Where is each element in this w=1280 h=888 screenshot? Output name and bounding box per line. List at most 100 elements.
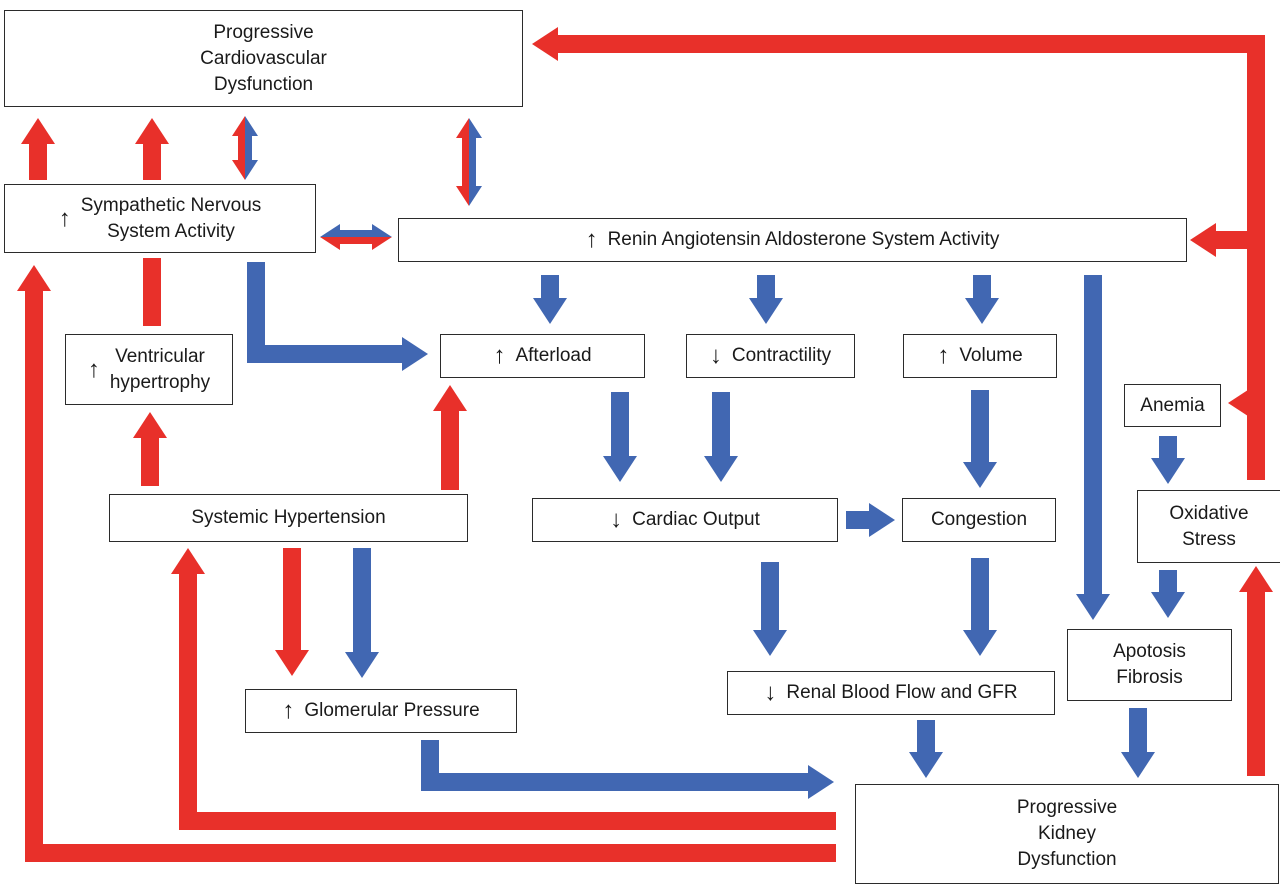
contractility-box: ↓ Contractility (686, 334, 855, 378)
arrow-head (704, 456, 738, 482)
arrow-head (963, 462, 997, 488)
oxidative-stress-box: Oxidative Stress (1137, 490, 1280, 563)
arrow-systemic-to-glomerular-blue (345, 548, 379, 678)
anemia-box: Anemia (1124, 384, 1221, 427)
double-arrow-cardio-raas (456, 118, 482, 206)
arrow-apotosis-to-kidney (1121, 708, 1155, 778)
box-label: Renal Blood Flow and GFR (786, 682, 1018, 703)
arrow-kidney-to-sna (17, 265, 836, 862)
arrow-head (532, 27, 558, 61)
box-label: Renin Angiotensin Aldosterone System Act… (607, 229, 1000, 250)
box-label: Ventricular hypertrophy (109, 345, 211, 393)
arrow-head (909, 752, 943, 778)
progressive-kidney-dysfunction-box: Progressive Kidney Dysfunction (855, 784, 1279, 884)
arrow-head (869, 503, 895, 537)
arrow-raas-to-apotosis (1076, 275, 1110, 620)
arrow-head (965, 298, 999, 324)
box-label: Sympathetic Nervous System Activity (80, 194, 262, 242)
box-label: Apotosis Fibrosis (1113, 641, 1186, 688)
arrow-kidney-to-systemic (171, 548, 836, 830)
arrow-head (275, 650, 309, 676)
double-arrow-cardio-sna (232, 116, 258, 180)
arrow-head (1239, 566, 1273, 592)
up-arrow-icon: ↑ (58, 204, 71, 232)
arrow-raas-to-contractility (749, 275, 783, 324)
arrow-cardiac-output-to-renal (753, 562, 787, 656)
box-label: Progressive Cardiovascular Dysfunction (200, 21, 327, 95)
glomerular-pressure-box: ↑ Glomerular Pressure (245, 689, 517, 733)
arrow-head (135, 118, 169, 144)
box-label: Congestion (930, 509, 1028, 530)
raas-activity-box: ↑ Renin Angiotensin Aldosterone System A… (398, 218, 1187, 262)
arrow-oxidative-to-cardio (532, 27, 1265, 480)
arrow-head (433, 385, 467, 411)
arrow-sna-to-afterload (247, 262, 428, 371)
arrow-head (1121, 752, 1155, 778)
arrow-raas-to-afterload (533, 275, 567, 324)
double-arrow-half (245, 116, 258, 180)
arrow-shaft (247, 262, 404, 363)
congestion-box: Congestion (902, 498, 1056, 542)
box-label: Afterload (515, 345, 592, 366)
arrow-head (171, 548, 205, 574)
arrow-shaft (556, 35, 1265, 480)
arrow-renal-to-kidney (909, 720, 943, 778)
box-label: Anemia (1140, 394, 1205, 416)
arrow-raas-to-volume (965, 275, 999, 324)
arrow-head (1076, 594, 1110, 620)
arrow-ventricular-to-cardio (135, 118, 169, 180)
arrow-shaft (25, 289, 836, 862)
down-arrow-icon: ↓ (764, 679, 777, 706)
arrow-head (133, 412, 167, 438)
afterload-box: ↑ Afterload (440, 334, 645, 378)
arrow-shaft (421, 740, 810, 791)
box-label: Systemic Hypertension (191, 507, 386, 528)
arrow-volume-to-congestion (963, 390, 997, 488)
arrow-contractility-to-cardiac-output (704, 392, 738, 482)
arrow-kidney-to-oxidative (1239, 566, 1273, 776)
down-arrow-icon: ↓ (610, 506, 623, 533)
arrow-head (21, 118, 55, 144)
arrow-congestion-to-renal (963, 558, 997, 656)
arrow-head (1151, 458, 1185, 484)
arrow-head (1228, 386, 1254, 420)
volume-box: ↑ Volume (903, 334, 1057, 378)
arrow-sna-to-cardio-left (21, 118, 55, 180)
ventricular-hypertrophy-box: ↑ Ventricular hypertrophy (65, 334, 233, 405)
arrow-head (1151, 592, 1185, 618)
arrow-anemia-to-oxidative (1151, 436, 1185, 484)
double-arrow-half (320, 237, 392, 250)
double-arrow-half (469, 118, 482, 206)
arrow-systemic-to-afterload (433, 385, 467, 490)
arrow-glomerular-to-kidney (421, 740, 834, 799)
arrow-systemic-to-ventricular (133, 412, 167, 486)
arrow-head (753, 630, 787, 656)
arrow-afterload-to-cardiac-output (603, 392, 637, 482)
arrow-head (402, 337, 428, 371)
up-arrow-icon: ↑ (937, 342, 950, 369)
progressive-cardiovascular-dysfunction-box: Progressive Cardiovascular Dysfunction (4, 10, 523, 107)
arrow-oxidative-to-apotosis (1151, 570, 1185, 618)
arrow-head (533, 298, 567, 324)
up-arrow-icon: ↑ (493, 342, 506, 369)
box-label: Progressive Kidney Dysfunction (1016, 797, 1118, 870)
arrow-head (963, 630, 997, 656)
systemic-hypertension-box: Systemic Hypertension (109, 494, 468, 542)
arrow-head (749, 298, 783, 324)
apotosis-fibrosis-box: Apotosis Fibrosis (1067, 629, 1232, 701)
arrow-cardiac-output-to-congestion (846, 503, 895, 537)
arrow-feedback-to-raas (1190, 223, 1256, 257)
box-label: Volume (959, 345, 1023, 366)
box-label: Glomerular Pressure (304, 700, 480, 721)
arrow-head (17, 265, 51, 291)
box-label: Cardiac Output (632, 509, 760, 530)
arrow-systemic-to-glomerular-red (275, 548, 309, 676)
double-arrow-sna-raas (320, 224, 392, 250)
up-arrow-icon: ↑ (282, 697, 295, 724)
arrow-head (603, 456, 637, 482)
double-arrow-half (456, 118, 469, 206)
arrow-head (808, 765, 834, 799)
arrow-shaft (179, 572, 836, 830)
box-label: Contractility (731, 345, 832, 366)
